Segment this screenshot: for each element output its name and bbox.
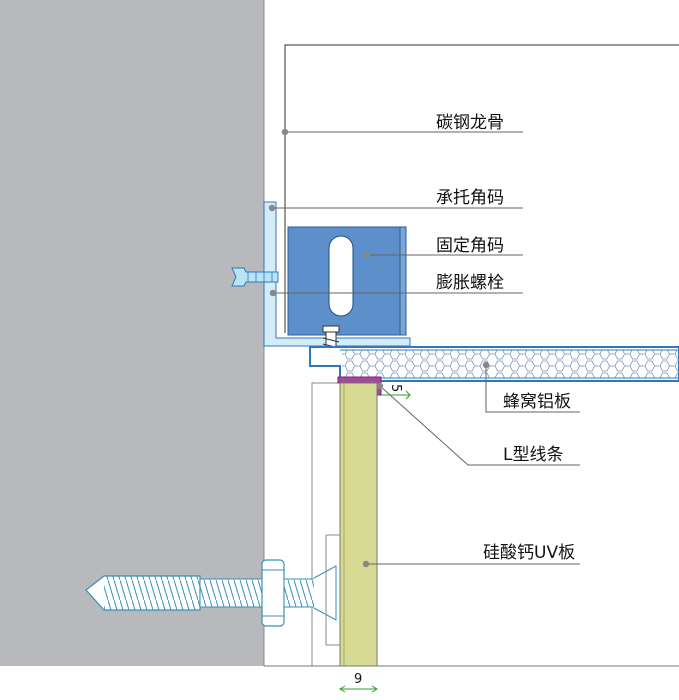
backing-profile xyxy=(311,382,338,666)
board-bracket xyxy=(325,534,340,646)
label-fixing-angle: 固定角码 xyxy=(436,236,504,256)
label-support-angle: 承托角码 xyxy=(436,188,504,208)
leader-l-trim xyxy=(379,385,580,466)
dot-honeycomb xyxy=(482,361,490,369)
leaders xyxy=(272,131,580,565)
label-carbon-steel-keel: 碳钢龙骨 xyxy=(436,113,504,133)
expansion-bolt-lower xyxy=(85,559,337,627)
label-l-trim: L型线条 xyxy=(503,445,563,465)
fixing-angle-slot xyxy=(328,235,354,317)
carbon-steel-keel xyxy=(284,44,679,333)
dot-uv-board xyxy=(362,560,370,568)
dim-gap-arrow xyxy=(405,390,411,400)
fixing-angle-flange xyxy=(399,226,407,336)
leader-honeycomb xyxy=(485,365,580,413)
expansion-bolt-upper xyxy=(231,267,279,287)
label-honeycomb-panel: 蜂窝铝板 xyxy=(503,392,571,412)
concrete-wall xyxy=(0,0,264,666)
honeycomb-panel xyxy=(309,346,679,382)
dot-expansion-bolt xyxy=(269,289,277,297)
label-expansion-bolt: 膨胀螺栓 xyxy=(436,273,504,293)
dot-keel xyxy=(281,128,289,136)
dim-gap-value: 5 xyxy=(388,384,403,392)
uv-board xyxy=(339,382,378,667)
dot-l-trim xyxy=(376,382,384,390)
dot-fixing-angle xyxy=(363,251,371,259)
support-angle xyxy=(263,201,411,347)
dim-board-value: 9 xyxy=(354,672,362,687)
label-uv-board: 硅酸钙UV板 xyxy=(483,543,575,563)
dim-board-arrows xyxy=(339,685,378,693)
dot-support-angle xyxy=(268,204,276,212)
